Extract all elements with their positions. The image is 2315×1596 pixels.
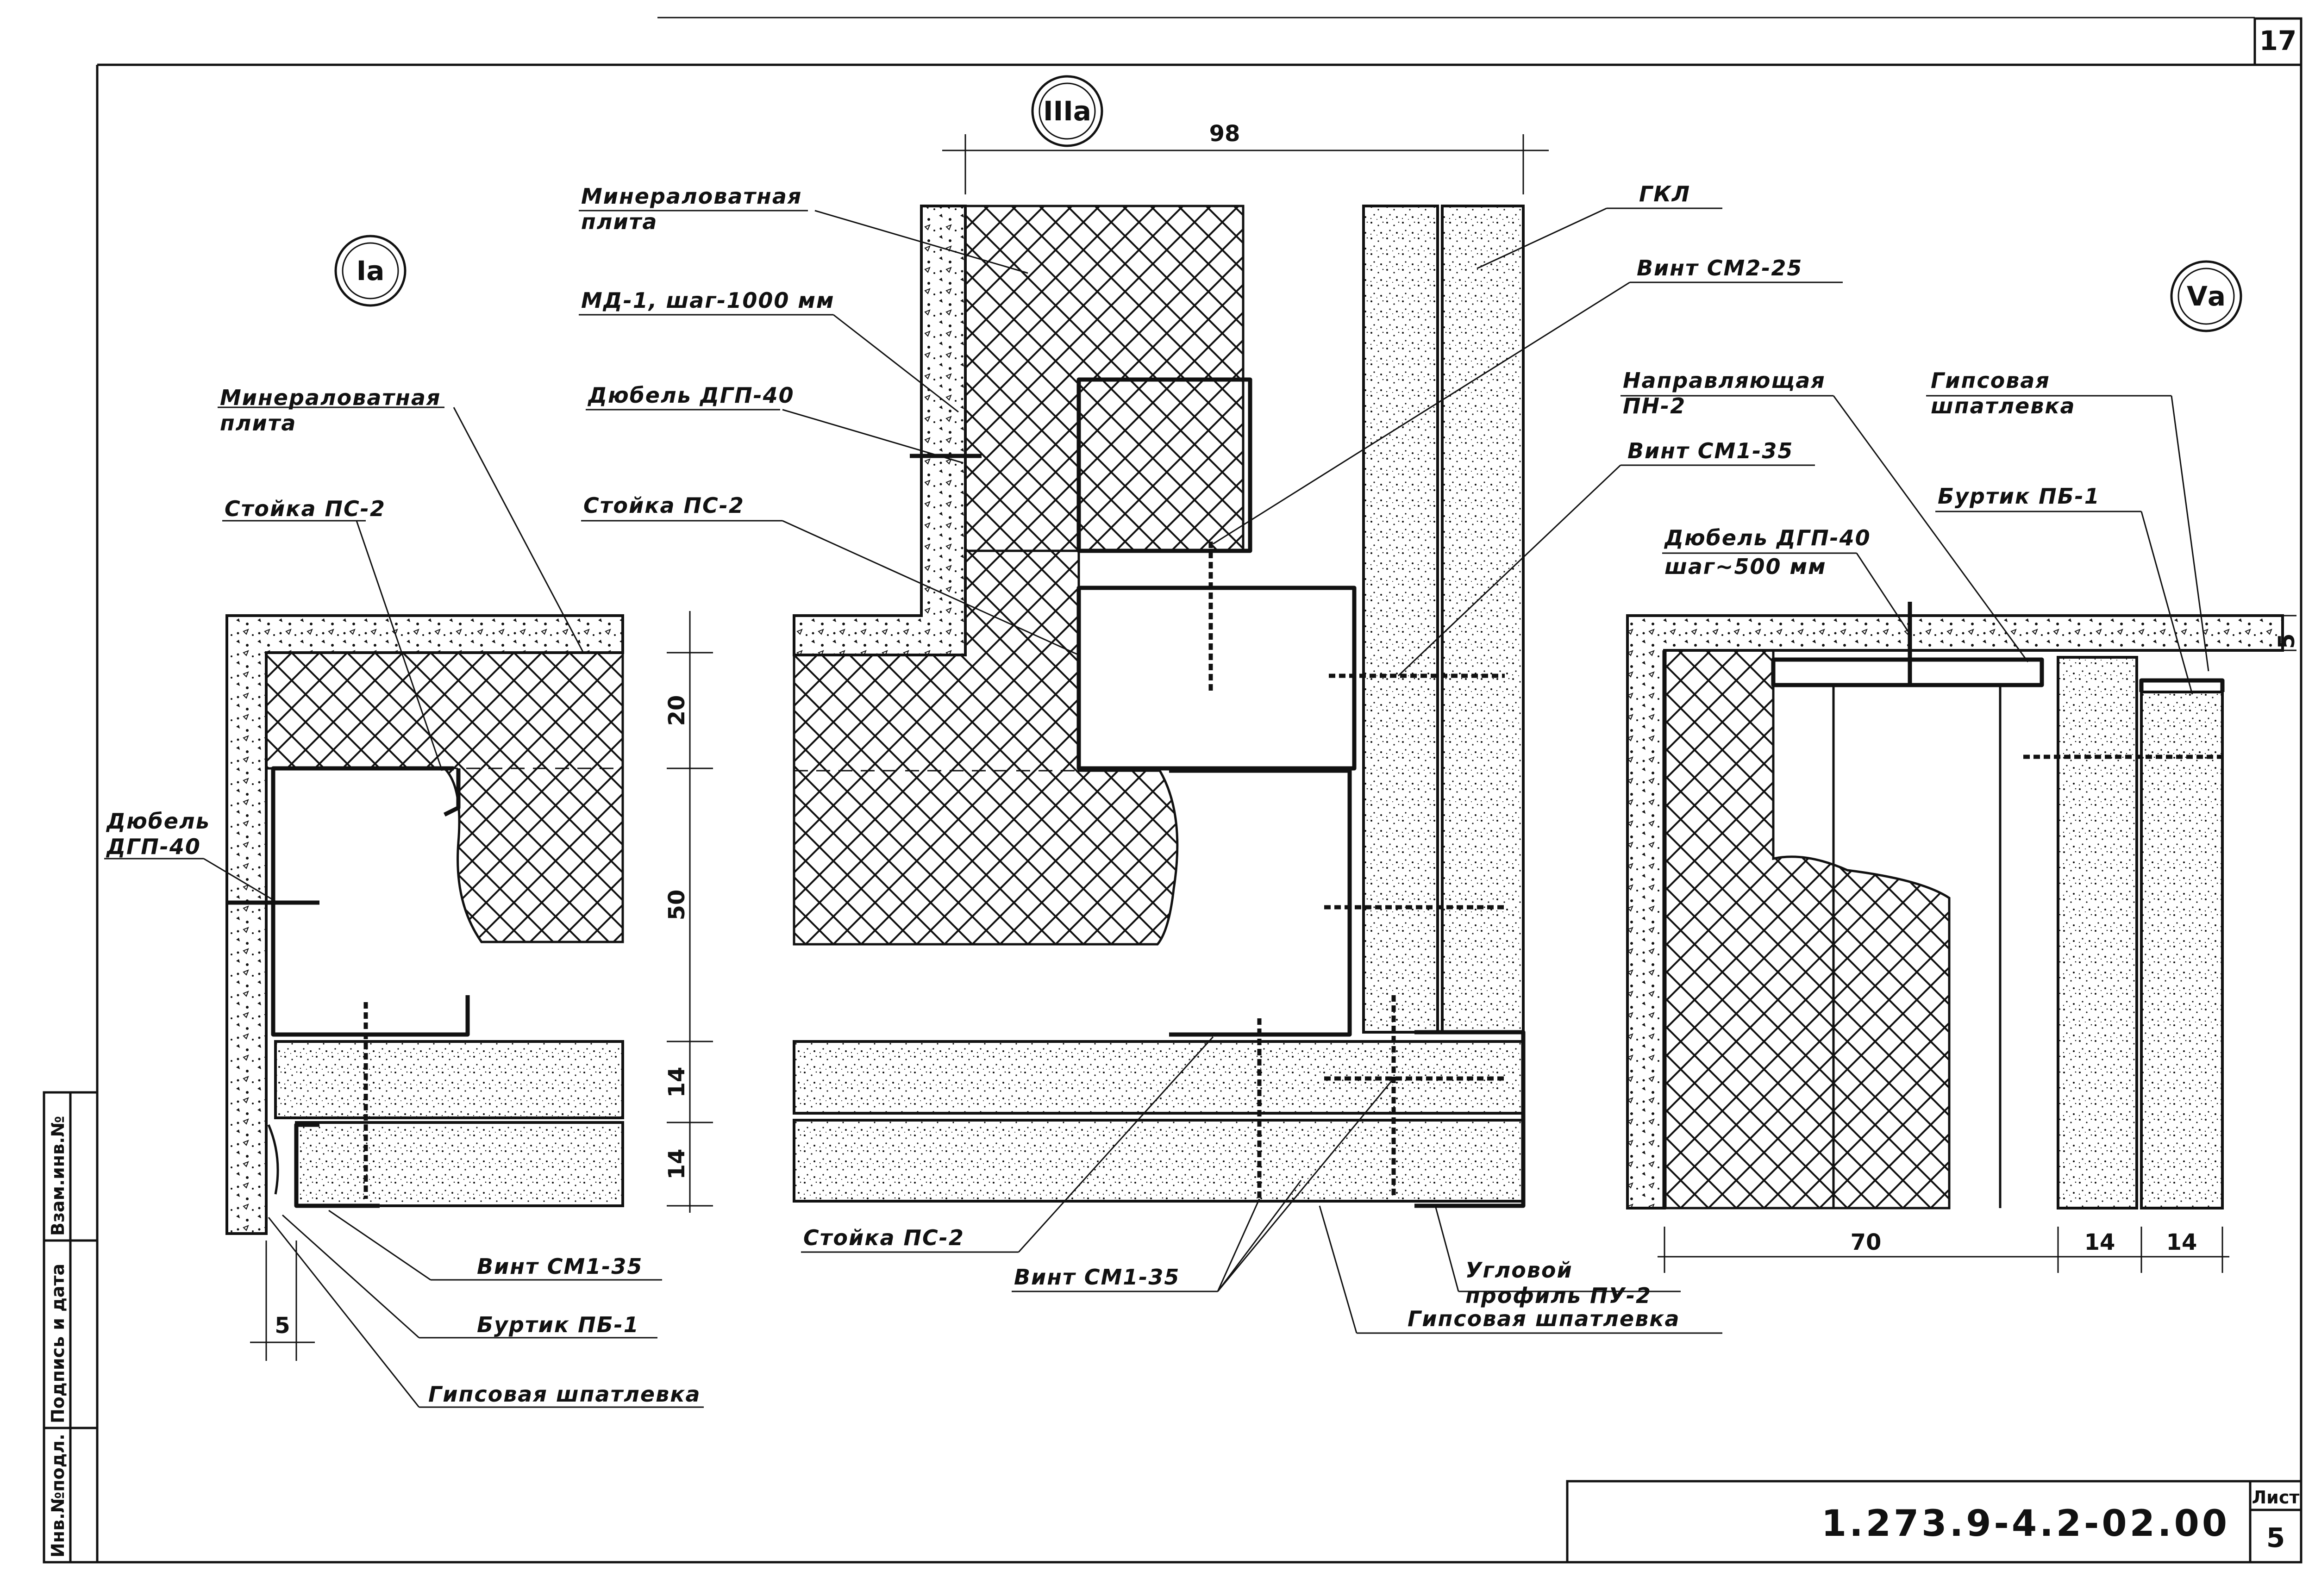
dim-5a-14a: 14: [2084, 1229, 2115, 1255]
label-3a-screw-cm1-top: Винт СМ1-35: [1627, 438, 1793, 463]
label-3a-screw-cm2: Винт СМ2-25: [1637, 256, 1802, 281]
label-3a-gkl: ГКЛ: [1639, 181, 1690, 206]
dim-5a-5: 5: [2274, 633, 2300, 648]
dim-5a-70: 70: [1851, 1229, 1882, 1255]
label-1a-bead: Буртик ПБ-1: [477, 1312, 639, 1337]
label-3a-screw-cm1-bottom: Винт СМ1-35: [1014, 1265, 1180, 1290]
label-3a-mineral-plate-1: Минераловатная: [581, 184, 802, 209]
label-1a-dowel-1: Дюбель: [106, 809, 210, 834]
label-3a-corner-profile-2: профиль ПУ-2: [1465, 1283, 1652, 1308]
label-1a-dowel-2: ДГП-40: [106, 834, 201, 859]
label-3a-dowel: Дюбель ДГП-40: [587, 383, 795, 408]
sheet-label: Лист: [2252, 1487, 2300, 1508]
label-3a-stud-top: Стойка ПС-2: [583, 493, 745, 518]
label-5a-guide-1: Направляющая: [1623, 368, 1826, 393]
page-number: 17: [2259, 25, 2297, 56]
detail-3a-marker: IIIа: [1043, 95, 1091, 127]
sheet-frame: 17: [44, 17, 2302, 1564]
label-5a-putty-1: Гипсовая: [1931, 368, 2050, 393]
label-1a-screw: Винт СМ1-35: [477, 1254, 643, 1279]
dim-1a-14b: 14: [664, 1149, 690, 1180]
label-1a-mineral-plate-2: плита: [220, 411, 296, 436]
label-1a-stud: Стойка ПС-2: [225, 496, 386, 521]
label-5a-bead: Буртик ПБ-1: [1938, 484, 2100, 509]
detail-3a: IIIа 98 М: [579, 75, 1843, 1334]
sheet-number: 5: [2266, 1522, 2285, 1553]
stamp-inv-no: Инв.№подл.: [48, 1434, 68, 1558]
label-3a-md: МД-1, шаг-1000 мм: [581, 288, 835, 313]
dim-1a-20: 20: [664, 695, 690, 726]
stamp-signature-date: Подпись и дата: [48, 1264, 68, 1423]
detail-5a: Vа 70 14 14 5 Направляющая ПН-2: [1620, 260, 2300, 1273]
dim-3a-98: 98: [1209, 121, 1240, 147]
side-stamp: Инв.№подл. Подпись и дата Взам.инв.№: [43, 1091, 99, 1564]
detail-1a-marker: Iа: [357, 255, 385, 287]
drawing-code: 1.273.9-4.2-02.00: [1821, 1503, 2230, 1545]
label-1a-mineral-plate-1: Минераловатная: [220, 385, 441, 410]
stamp-replace-inv: Взам.инв.№: [48, 1116, 68, 1236]
label-5a-guide-2: ПН-2: [1623, 393, 1686, 418]
dim-1a-5: 5: [275, 1313, 290, 1339]
dim-5a-14b: 14: [2166, 1229, 2197, 1255]
label-5a-dowel-1: Дюбель ДГП-40: [1664, 525, 1871, 550]
label-3a-corner-profile-1: Угловой: [1465, 1258, 1573, 1283]
label-3a-mineral-plate-2: плита: [581, 209, 657, 234]
label-3a-stud-bottom: Стойка ПС-2: [803, 1225, 964, 1250]
detail-1a: Iа 20 50 14 14 5 Минера: [104, 235, 713, 1408]
dim-1a-50: 50: [664, 890, 690, 921]
title-block: Лист 5 1.273.9-4.2-02.00: [1566, 1480, 2302, 1564]
label-5a-putty-2: шпатлевка: [1931, 393, 2076, 418]
detail-5a-marker: Vа: [2187, 281, 2226, 312]
label-5a-dowel-2: шаг~500 мм: [1664, 554, 1827, 579]
dim-1a-14a: 14: [664, 1067, 690, 1098]
label-1a-putty: Гипсовая шпатлевка: [428, 1382, 701, 1407]
label-3a-putty: Гипсовая шпатлевка: [1408, 1306, 1680, 1331]
